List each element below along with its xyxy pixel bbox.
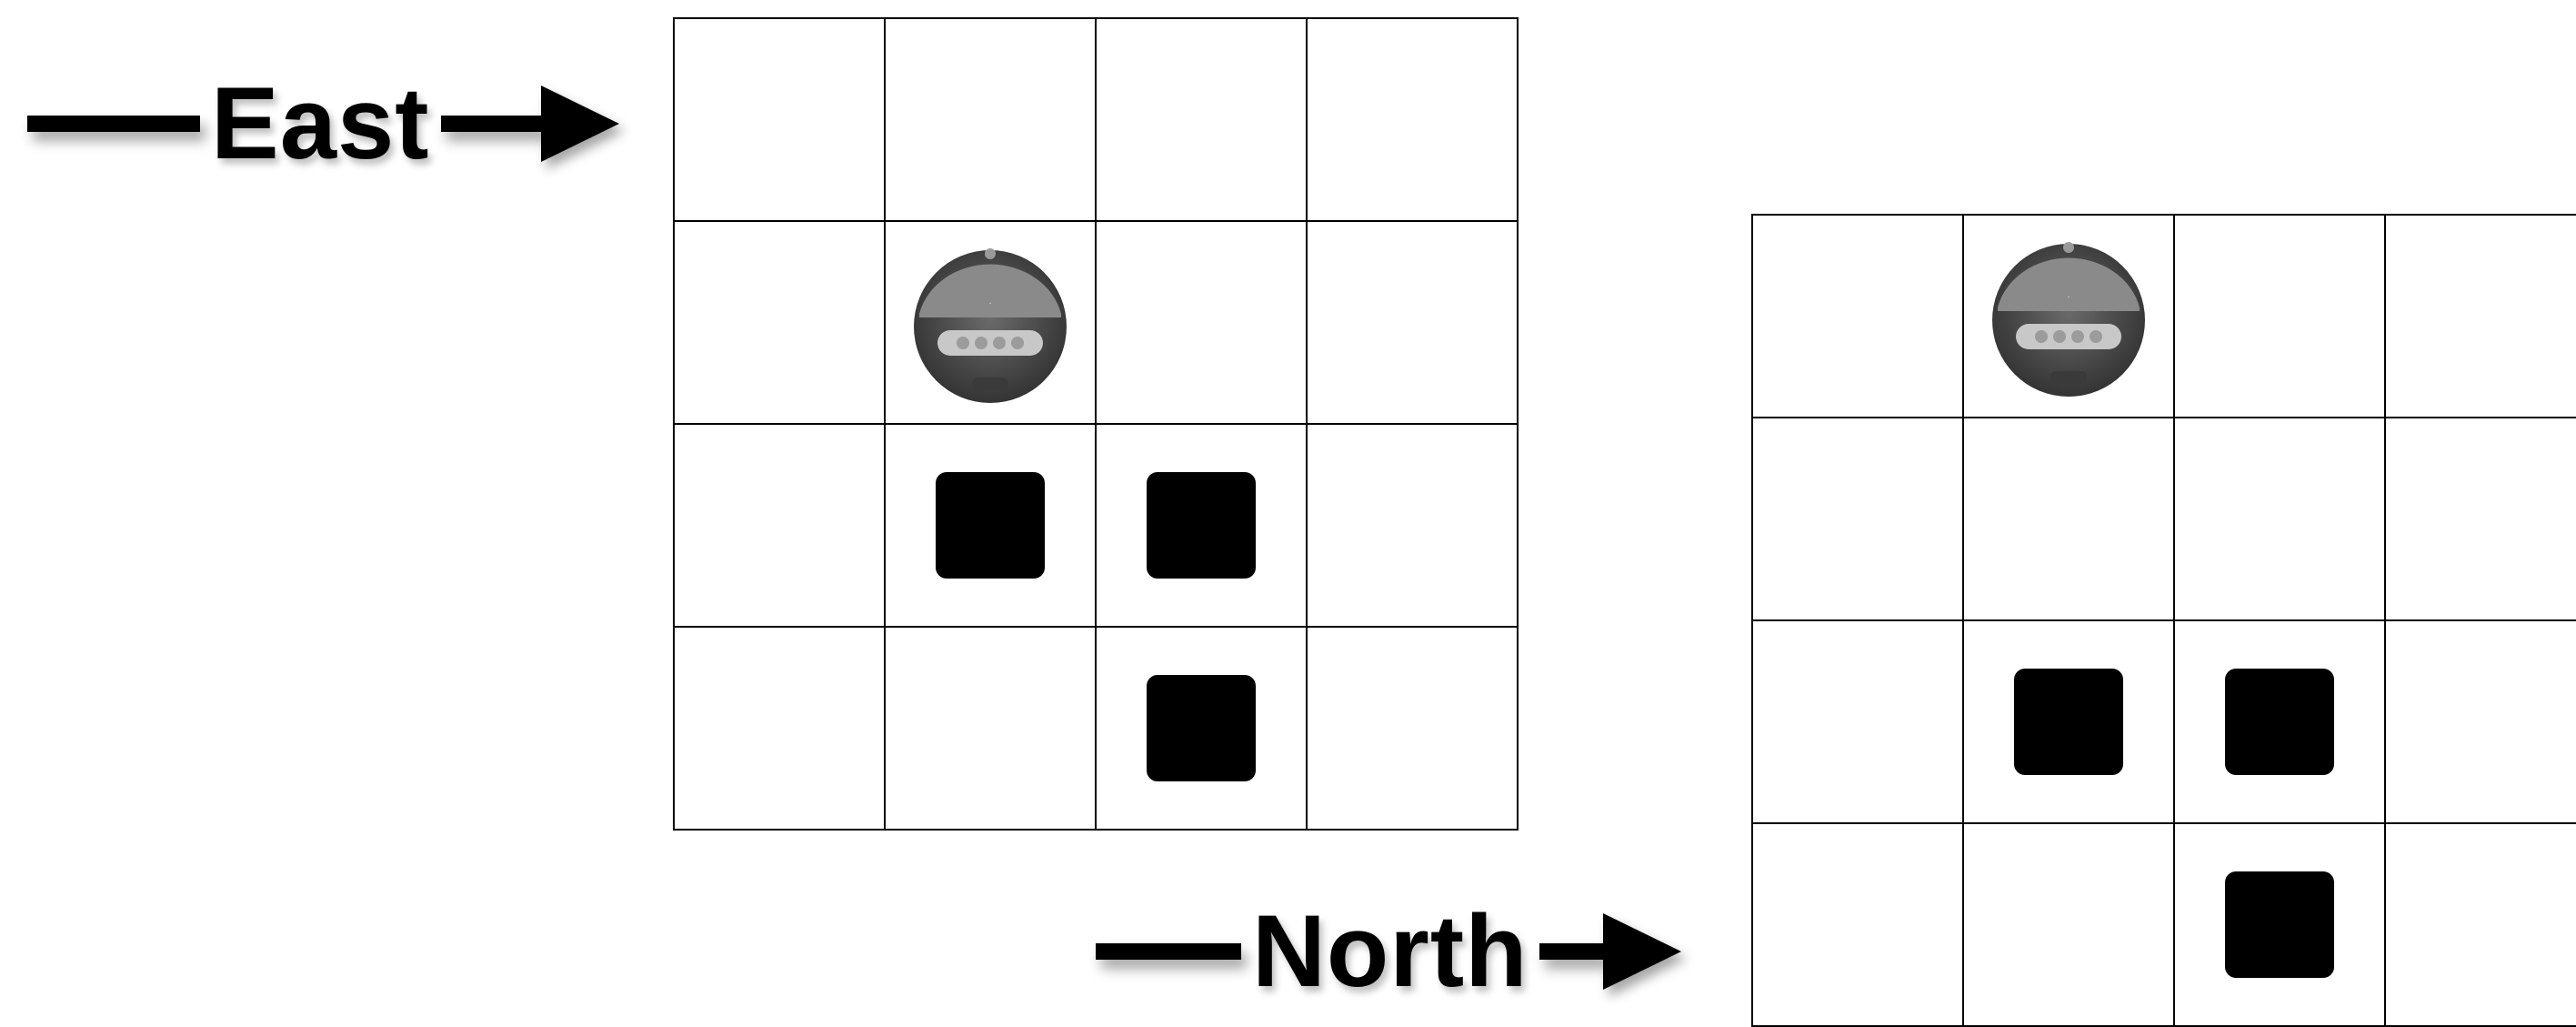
grid-cell (675, 222, 886, 425)
grid-cell (886, 628, 1097, 831)
grid-cell (675, 425, 886, 628)
obstacle-block (2014, 669, 2123, 775)
grid-cell (2175, 621, 2386, 824)
svg-text:·: · (2067, 293, 2070, 303)
robot-vacuum-icon: · (1985, 233, 2152, 400)
grid-cell (1753, 216, 1964, 418)
grid-cell (675, 628, 886, 831)
grid-cell (1753, 824, 1964, 1027)
obstacle-block (2225, 669, 2334, 775)
east-direction-arrow: East (27, 73, 619, 175)
grid-cell (1308, 19, 1519, 222)
east-label: East (200, 73, 441, 175)
grid-cell (886, 19, 1097, 222)
robot-vacuum-icon: · (907, 239, 1074, 407)
grid-cell (1097, 628, 1308, 831)
north-label: North (1241, 901, 1539, 1002)
grid-world-north: · (1751, 214, 2576, 1027)
grid-cell: · (1964, 216, 2175, 418)
grid-cell: · (886, 222, 1097, 425)
grid-cell (1308, 425, 1519, 628)
arrow-shaft (1539, 943, 1603, 960)
grid-cell (1308, 222, 1519, 425)
grid-cell (886, 425, 1097, 628)
grid-cell (1964, 621, 2175, 824)
grid-cell (1753, 418, 1964, 621)
obstacle-block (1147, 675, 1256, 781)
obstacle-block (936, 472, 1045, 579)
grid-cell (2386, 621, 2576, 824)
grid-cell (1308, 628, 1519, 831)
grid-cell (2386, 418, 2576, 621)
grid-cell (675, 19, 886, 222)
grid-cell (2386, 216, 2576, 418)
arrow-shaft (27, 116, 200, 132)
arrow-shaft (441, 116, 541, 132)
right-arrow-icon (1603, 913, 1681, 990)
grid-cell (1097, 222, 1308, 425)
grid-cell (2175, 216, 2386, 418)
obstacle-block (2225, 871, 2334, 978)
grid-cell (1964, 418, 2175, 621)
grid-cell (2386, 824, 2576, 1027)
obstacle-block (1147, 472, 1256, 579)
grid-cell (2175, 418, 2386, 621)
grid-cell (1097, 19, 1308, 222)
grid-cell (2175, 824, 2386, 1027)
grid-cell (1097, 425, 1308, 628)
grid-cell (1753, 621, 1964, 824)
grid-cell (1964, 824, 2175, 1027)
north-direction-arrow: North (1096, 901, 1681, 1002)
right-arrow-icon (541, 86, 619, 162)
arrow-shaft (1096, 943, 1241, 960)
svg-text:·: · (988, 299, 991, 309)
grid-world-east: · (673, 17, 1519, 831)
